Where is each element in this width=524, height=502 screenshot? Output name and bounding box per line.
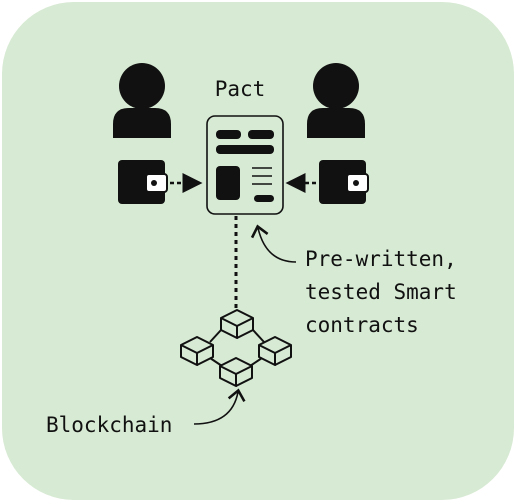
blockchain-arrow	[193, 388, 246, 425]
blockchain-cube-right	[258, 336, 292, 366]
left-wallet-icon	[118, 160, 168, 204]
blockchain-label: Blockchain	[46, 413, 172, 437]
annotation-line-2: tested Smart	[305, 280, 457, 304]
annotation-arrow	[250, 224, 297, 263]
right-wallet-icon	[319, 160, 369, 204]
right-user-icon	[307, 63, 365, 138]
blockchain-icon	[180, 309, 292, 387]
blockchain-cube-bottom	[219, 357, 253, 387]
annotation-line-1: Pre-written,	[305, 247, 457, 271]
annotation-line-3: contracts	[305, 313, 419, 337]
pact-title: Pact	[215, 77, 266, 101]
pact-document-icon	[206, 115, 284, 215]
left-user-icon	[113, 63, 171, 138]
blockchain-cube-left	[180, 336, 214, 366]
